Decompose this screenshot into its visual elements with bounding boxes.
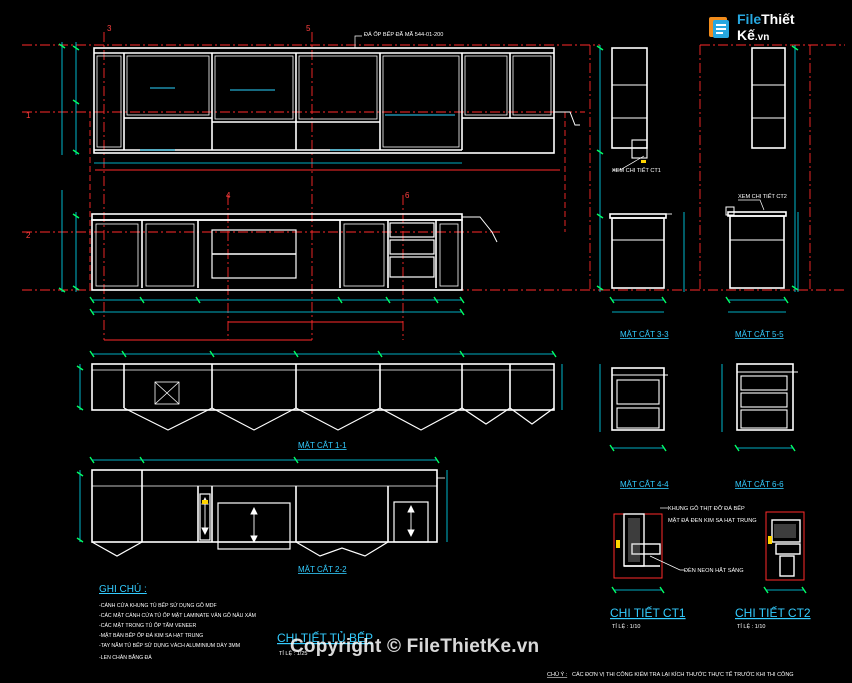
callout-ct-note-3: ĐÈN NEON HẮT SÁNG	[684, 566, 744, 574]
note-item: -MẶT BÀN BẾP ỐP ĐÁ KIM SA HẠT TRUNG	[99, 632, 203, 639]
note-item: -CÁC MẶT TRONG TỦ ỐP TẤM VENEER	[99, 622, 196, 629]
logo-text-suffix: .vn	[754, 32, 770, 43]
callout-texts: ĐÁ ỐP BẾP ĐÃ MÃ 544-01-200 XEM CHI TIẾT …	[364, 31, 787, 574]
footer-note-label: CHÚ Ý :	[547, 671, 568, 678]
leader-lines	[354, 35, 798, 571]
logo-text-file: File	[737, 11, 762, 27]
section-titles: MẶT CẮT 3-3 MẶT CẮT 5-5 MẶT CẮT 1-1 MẶT …	[298, 330, 784, 574]
drawing-scale: TỈ LỆ : 1/25	[279, 649, 307, 657]
grid-label-5: 5	[306, 24, 311, 33]
detail-ct1	[613, 513, 663, 579]
callout-ct-note-1: KHUNG GỖ THỊT ĐỠ ĐÁ BẾP	[668, 505, 745, 512]
title-section-6-6: MẶT CẮT 6-6	[735, 480, 784, 489]
drawing-title: CHI TIẾT TỦ BẾP	[277, 630, 373, 645]
ct2-title: CHI TIẾT CT2	[735, 605, 811, 620]
notes-block: GHI CHÚ : -CÁNH CỬA KHUNG TỦ BẾP SỬ DỤNG…	[99, 582, 256, 661]
grid-label-3: 3	[107, 24, 112, 33]
section-3-3	[609, 47, 672, 289]
section-2-2-arrows	[201, 496, 415, 544]
logo-icon	[707, 14, 733, 40]
footer-note-text: CÁC ĐƠN VỊ THI CÔNG KIỂM TRA LẠI KÍCH TH…	[572, 671, 794, 678]
logo-text-thietke: Thiết Kế	[737, 11, 795, 43]
callout-elevation-note: ĐÁ ỐP BẾP ĐÃ MÃ 544-01-200	[364, 31, 443, 38]
title-section-5-5: MẶT CẮT 5-5	[735, 330, 784, 339]
title-section-2-2: MẶT CẮT 2-2	[298, 565, 347, 574]
dimension-ticks	[58, 43, 807, 594]
title-section-1-1: MẶT CẮT 1-1	[298, 441, 347, 450]
grid-label-4: 4	[226, 191, 231, 200]
section-2-2	[91, 469, 445, 557]
section-1-1	[91, 363, 555, 431]
section-5-5	[725, 47, 787, 289]
countertop-profile	[462, 111, 580, 243]
copyright-watermark: Copyright © FileThietKe.vn	[290, 636, 540, 657]
title-section-3-3: MẶT CẮT 3-3	[620, 330, 669, 339]
callout-detail-ct2: XEM CHI TIẾT CT2	[738, 193, 787, 200]
notes-heading: GHI CHÚ :	[99, 582, 147, 595]
axis-lines	[22, 32, 845, 341]
grid-label-2: 2	[26, 231, 31, 240]
title-block: CHI TIẾT TỦ BẾP TỈ LỆ : 1/25	[277, 630, 373, 657]
detail-ct2	[765, 511, 805, 581]
ct1-title: CHI TIẾT CT1	[610, 605, 686, 620]
note-item: -TAY NẮM TỦ BẾP SỬ DỤNG VÁCH ALUMINIUM D…	[99, 641, 240, 649]
detail-titles: CHI TIẾT CT1 TỈ LỆ : 1/10 CHI TIẾT CT2 T…	[610, 605, 811, 630]
footer-note: CHÚ Ý : CÁC ĐƠN VỊ THI CÔNG KIỂM TRA LẠI…	[547, 671, 794, 678]
ct2-scale: TỈ LỆ : 1/10	[737, 622, 765, 630]
grid-label-1: 1	[26, 111, 31, 120]
callout-ct-note-2: MẶT ĐÁ ĐEN KIM SA HẠT TRUNG	[668, 517, 757, 524]
grid-label-6: 6	[405, 191, 410, 200]
grid-labels: 1 2 3 5 4 6	[26, 24, 410, 240]
note-item: -CÁNH CỬA KHUNG TỦ BẾP SỬ DỤNG GỖ MDF	[99, 602, 217, 609]
note-item: -CÁC MẶT CÁNH CỬA TỦ ỐP MẶT LAMINATE VÂN…	[99, 612, 256, 619]
logo-text: FileThiết Kế.vn	[737, 11, 827, 43]
dimension-lines	[61, 42, 804, 591]
upper-elevation	[93, 47, 555, 154]
callout-detail-ct1: XEM CHI TIẾT CT1	[612, 167, 661, 174]
filethietke-logo: FileThiết Kế.vn	[707, 11, 827, 43]
yellow-accents	[202, 160, 772, 548]
section-4-4	[611, 367, 668, 431]
note-item: -LEN CHÂN BẰNG ĐÁ	[99, 653, 152, 661]
upper-elevation-shelves	[140, 87, 455, 151]
lower-elevation	[91, 213, 463, 291]
title-section-4-4: MẶT CẮT 4-4	[620, 480, 669, 489]
ct1-scale: TỈ LỆ : 1/10	[612, 622, 640, 630]
section-6-6	[736, 363, 798, 431]
